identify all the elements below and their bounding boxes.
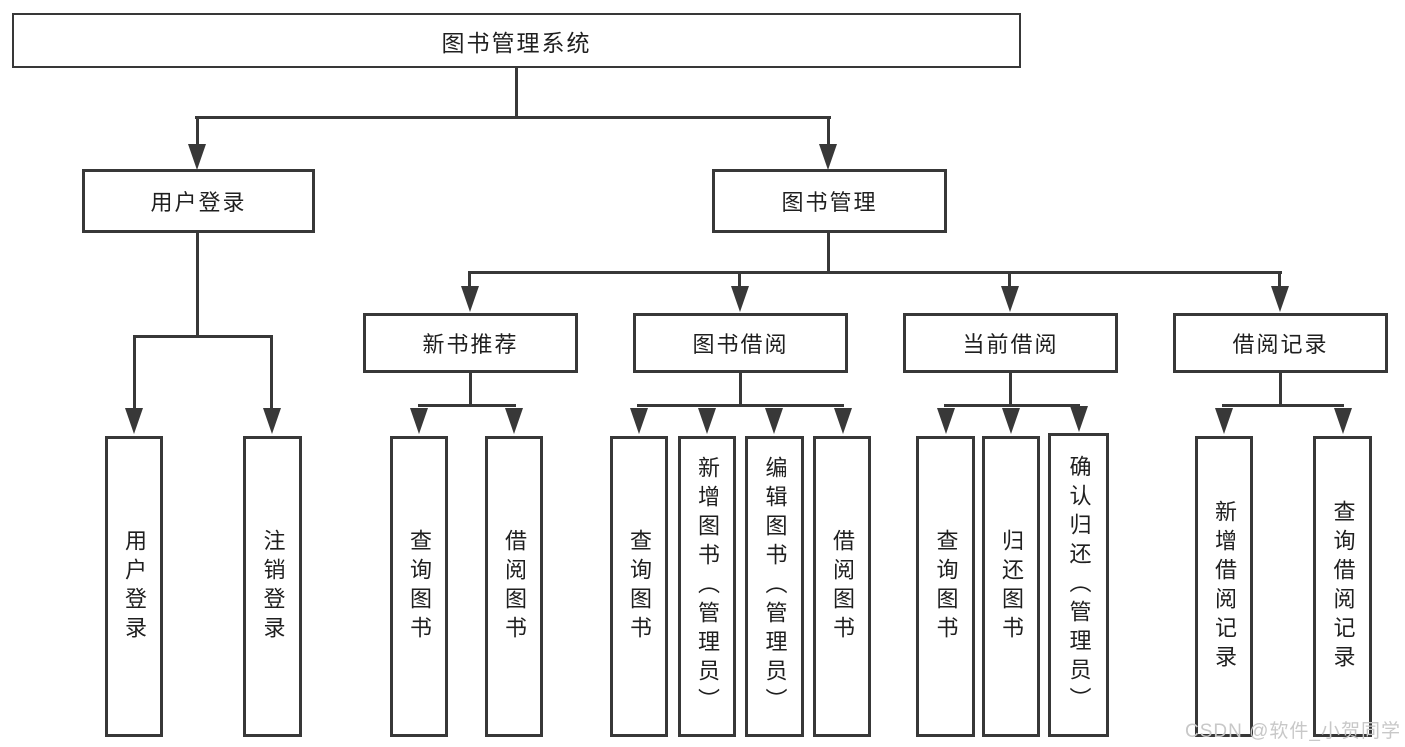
arrowhead-edit-book bbox=[765, 408, 783, 434]
leaf-query-books-1-label: 查询图书 bbox=[407, 528, 432, 645]
connector-book-management-bar bbox=[468, 271, 1282, 274]
arrowhead-add-borrow-record bbox=[1215, 408, 1233, 434]
node-book-borrowing-label: 图书借阅 bbox=[692, 332, 789, 357]
arrowhead-confirm-return bbox=[1070, 406, 1088, 432]
arrowhead-borrow-books-2 bbox=[834, 408, 852, 434]
leaf-confirm-return-admin: 确认归还（管理员） bbox=[1048, 433, 1109, 737]
connector-new-book-bar bbox=[418, 404, 516, 407]
leaf-query-books-3-label: 查询图书 bbox=[933, 528, 959, 645]
arrowhead-query-books-2 bbox=[630, 408, 648, 434]
connector-drop-leaf-logout bbox=[270, 338, 273, 408]
node-current-borrowing: 当前借阅 bbox=[903, 313, 1118, 373]
leaf-logout-label: 注销登录 bbox=[260, 528, 286, 645]
node-root: 图书管理系统 bbox=[12, 13, 1021, 68]
node-new-book-recommend: 新书推荐 bbox=[363, 313, 578, 373]
node-book-management: 图书管理 bbox=[712, 169, 947, 233]
leaf-borrow-books-1-label: 借阅图书 bbox=[502, 528, 527, 645]
arrowhead-book-borrowing bbox=[731, 286, 749, 312]
leaf-add-book-admin: 新增图书（管理员） bbox=[678, 436, 736, 737]
leaf-query-borrow-record-label: 查询借阅记录 bbox=[1330, 499, 1356, 674]
leaf-query-books-2: 查询图书 bbox=[610, 436, 668, 737]
leaf-query-books-1: 查询图书 bbox=[390, 436, 448, 737]
node-new-book-recommend-label: 新书推荐 bbox=[422, 332, 519, 357]
node-root-label: 图书管理系统 bbox=[441, 29, 592, 56]
connector-book-borrowing-stem bbox=[739, 373, 742, 404]
leaf-confirm-return-admin-label: 确认归还（管理员） bbox=[1066, 454, 1092, 716]
node-book-management-label: 图书管理 bbox=[781, 190, 878, 215]
connector-user-login-bar bbox=[133, 335, 273, 338]
csdn-watermark: CSDN @软件_小贺同学 bbox=[1185, 721, 1401, 742]
connector-drop-current-borrowing bbox=[1008, 274, 1011, 288]
leaf-add-book-admin-label: 新增图书（管理员） bbox=[695, 456, 720, 717]
arrowhead-leaf-logout bbox=[263, 408, 281, 434]
arrowhead-add-book bbox=[698, 408, 716, 434]
connector-current-borrowing-stem bbox=[1009, 373, 1012, 404]
connector-drop-user-login bbox=[196, 119, 199, 146]
connector-borrowing-records-bar bbox=[1222, 404, 1344, 407]
arrowhead-current-borrowing bbox=[1001, 286, 1019, 312]
leaf-query-books-2-label: 查询图书 bbox=[627, 528, 652, 645]
node-book-borrowing: 图书借阅 bbox=[633, 313, 848, 373]
leaf-user-login: 用户登录 bbox=[105, 436, 163, 737]
arrowhead-user-login bbox=[188, 144, 206, 170]
leaf-borrow-books-2-label: 借阅图书 bbox=[830, 528, 855, 645]
connector-root-bar bbox=[195, 116, 831, 119]
leaf-query-books-3: 查询图书 bbox=[916, 436, 975, 737]
leaf-logout: 注销登录 bbox=[243, 436, 302, 737]
connector-drop-borrowing-records bbox=[1278, 274, 1281, 288]
connector-borrowing-records-stem bbox=[1279, 373, 1282, 404]
leaf-add-borrow-record: 新增借阅记录 bbox=[1195, 436, 1253, 737]
leaf-query-borrow-record: 查询借阅记录 bbox=[1313, 436, 1372, 737]
leaf-user-login-label: 用户登录 bbox=[122, 528, 147, 645]
arrowhead-return-book bbox=[1002, 408, 1020, 434]
connector-drop-book-management bbox=[827, 119, 830, 146]
arrowhead-borrowing-records bbox=[1271, 286, 1289, 312]
connector-drop-book-borrowing bbox=[738, 274, 741, 288]
leaf-edit-book-admin-label: 编辑图书（管理员） bbox=[762, 456, 788, 717]
node-current-borrowing-label: 当前借阅 bbox=[962, 332, 1059, 357]
connector-drop-new-book bbox=[468, 274, 471, 288]
connector-root-stem bbox=[515, 68, 518, 116]
node-user-login-label: 用户登录 bbox=[150, 190, 247, 215]
connector-drop-leaf-login bbox=[133, 338, 136, 408]
node-borrowing-records: 借阅记录 bbox=[1173, 313, 1388, 373]
node-borrowing-records-label: 借阅记录 bbox=[1232, 332, 1329, 357]
leaf-borrow-books-1: 借阅图书 bbox=[485, 436, 543, 737]
leaf-borrow-books-2: 借阅图书 bbox=[813, 436, 871, 737]
leaf-return-book-label: 归还图书 bbox=[999, 528, 1024, 645]
arrowhead-query-borrow-record bbox=[1334, 408, 1352, 434]
connector-book-management-stem bbox=[827, 233, 830, 271]
arrowhead-new-book bbox=[461, 286, 479, 312]
connector-user-login-stem bbox=[196, 233, 199, 335]
connector-current-borrowing-bar bbox=[944, 404, 1080, 407]
connector-new-book-stem bbox=[469, 373, 472, 404]
arrowhead-borrow-books-1 bbox=[505, 408, 523, 434]
arrowhead-query-books-1 bbox=[410, 408, 428, 434]
leaf-return-book: 归还图书 bbox=[982, 436, 1040, 737]
arrowhead-leaf-login bbox=[125, 408, 143, 434]
arrowhead-book-management bbox=[819, 144, 837, 170]
leaf-add-borrow-record-label: 新增借阅记录 bbox=[1212, 499, 1237, 674]
connector-book-borrowing-bar bbox=[637, 404, 844, 407]
arrowhead-query-books-3 bbox=[937, 408, 955, 434]
leaf-edit-book-admin: 编辑图书（管理员） bbox=[745, 436, 804, 737]
node-user-login: 用户登录 bbox=[82, 169, 315, 233]
